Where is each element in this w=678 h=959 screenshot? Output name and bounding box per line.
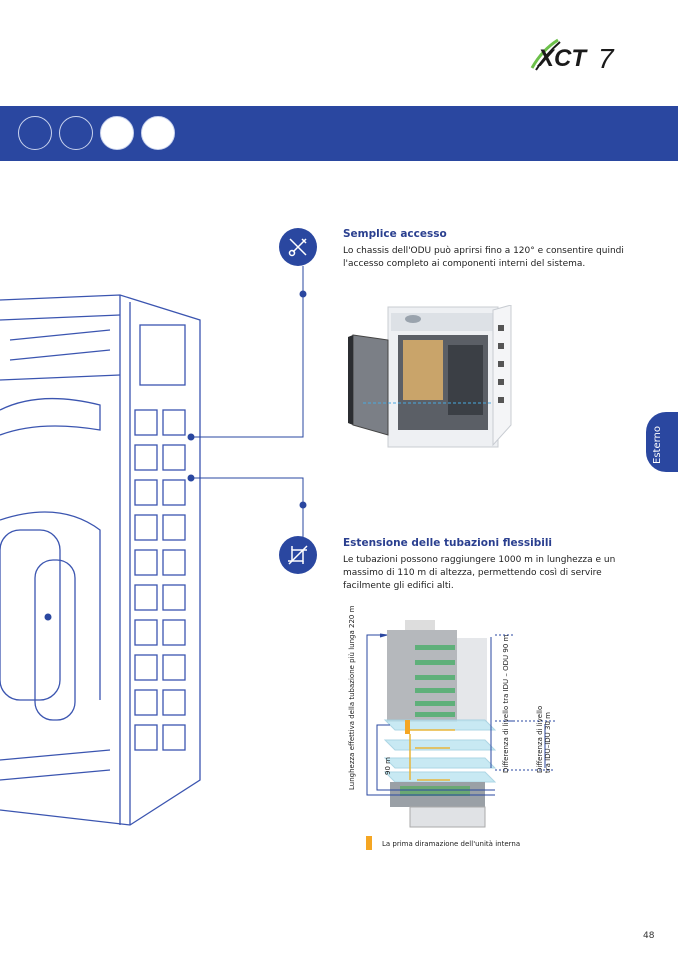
- section-tab-label: Esterno: [652, 426, 663, 464]
- branch-legend-swatch: [366, 836, 372, 850]
- label-longest-pipe: Lunghezza effettiva della tubazione più …: [348, 605, 356, 790]
- label-90m: 90 m: [384, 757, 392, 775]
- section-tab[interactable]: Esterno: [646, 412, 678, 472]
- feature-title: Semplice accesso: [343, 228, 447, 240]
- open-chassis-photo: [348, 305, 512, 448]
- page-number: 48: [643, 931, 655, 941]
- product-band: [0, 106, 678, 161]
- label-idu-odu-difference: Differenza di livello tra IDU – ODU 90 m: [502, 634, 510, 773]
- feature-body: Le tubazioni possono raggiungere 1000 m …: [343, 555, 616, 591]
- branch-legend-label: La prima diramazione dell'unità interna: [382, 840, 521, 848]
- xct7-logo: XCT 7: [528, 36, 633, 76]
- outdoor-unit-illustration: [0, 294, 201, 826]
- label-idu-idu-difference: Differenza di livello tra IDU–IDU 30 m: [536, 705, 552, 773]
- svg-text:XCT: XCT: [536, 45, 588, 72]
- odu-tall-icon: [100, 116, 134, 150]
- odu-single-fan-icon: [18, 116, 52, 150]
- building-piping-diagram: [366, 620, 555, 828]
- odu-slim-icon: [141, 116, 175, 150]
- feature-title: Estensione delle tubazioni flessibili: [343, 537, 553, 549]
- tools-icon: [279, 228, 317, 266]
- svg-text:7: 7: [598, 43, 615, 74]
- crop-icon: [279, 536, 317, 574]
- odu-double-fan-icon: [59, 116, 93, 150]
- feature-body: Lo chassis dell'ODU può aprirsi fino a 1…: [343, 246, 624, 269]
